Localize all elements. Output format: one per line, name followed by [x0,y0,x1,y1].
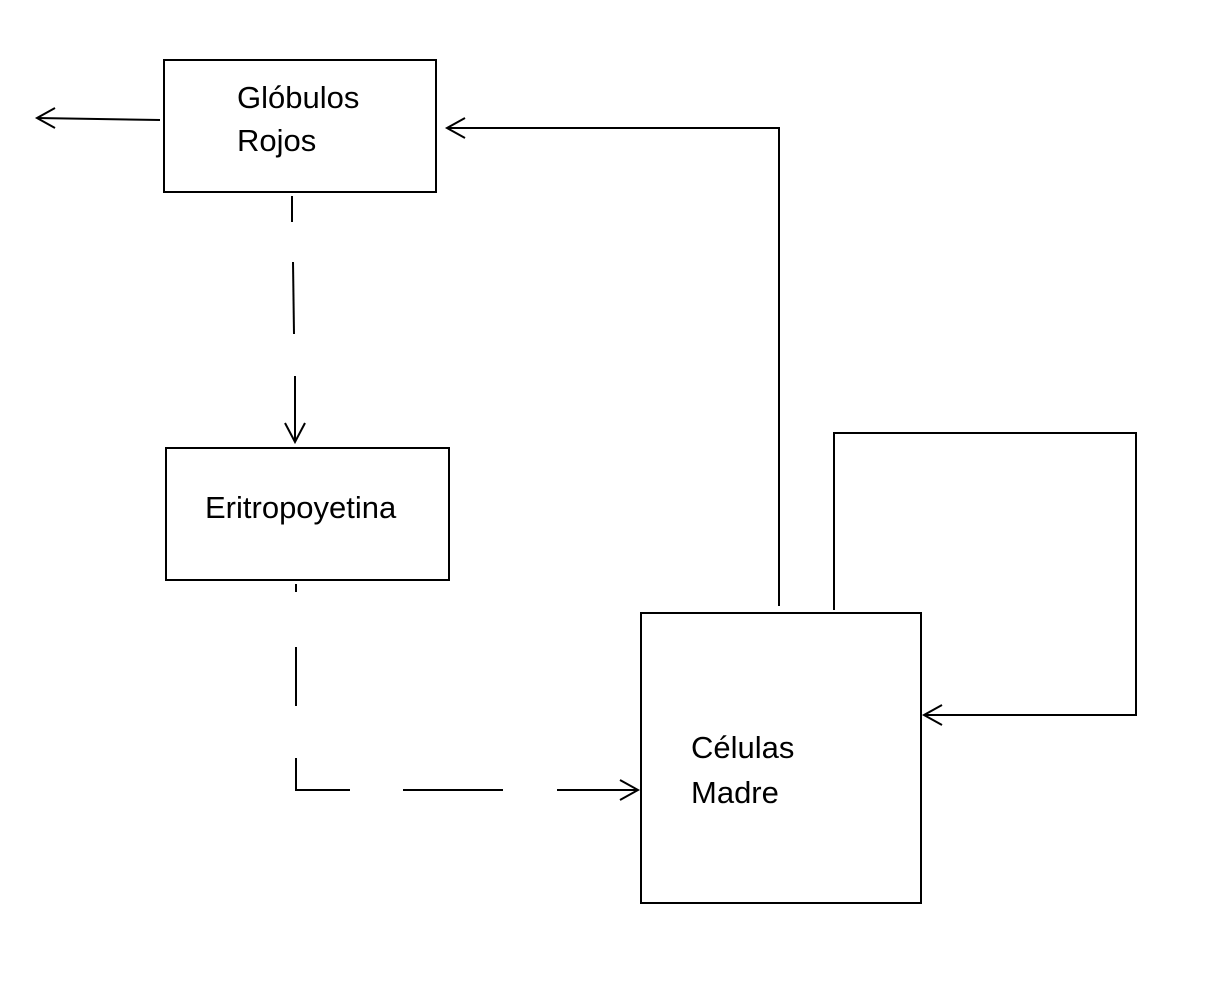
node-eritropoyetina-label: Eritropoyetina [205,490,397,525]
node-globulos-rojos-box [163,59,437,193]
arrowhead-left-icon [444,117,466,139]
arrowhead-left-icon [34,107,56,129]
node-celulas-madre-label-line2: Madre [691,775,779,810]
edge-eritropoyetina-to-celulas [295,584,641,801]
edge-celulas-self-loop [833,432,1137,726]
edge-globulos-to-eritropoyetina [284,196,306,445]
edge-globulos-to-exterior [34,107,161,129]
node-globulos-rojos: Glóbulos Rojos [163,59,437,193]
node-celulas-madre-box [640,612,922,904]
edge-globulos-to-exterior-line [36,117,161,121]
node-eritropoyetina-box [165,447,450,581]
arrowhead-right-icon [619,779,641,801]
edge-eritropoyetina-to-celulas-dash-3 [295,758,350,791]
node-globulos-rojos-label-line1: Glóbulos [237,80,359,115]
arrowhead-left-icon [921,704,943,726]
edge-celulas-to-globulos-line [447,127,780,606]
edge-globulos-to-eritropoyetina-dash-2 [292,261,295,335]
arrowhead-down-icon [284,422,306,445]
node-celulas-madre: Células Madre [640,612,922,904]
edge-celulas-self-loop-line [833,432,1137,716]
node-celulas-madre-label-line1: Células [691,730,794,765]
edge-celulas-to-globulos [444,117,780,606]
node-eritropoyetina: Eritropoyetina [165,447,450,581]
node-globulos-rojos-label-line2: Rojos [237,123,316,158]
